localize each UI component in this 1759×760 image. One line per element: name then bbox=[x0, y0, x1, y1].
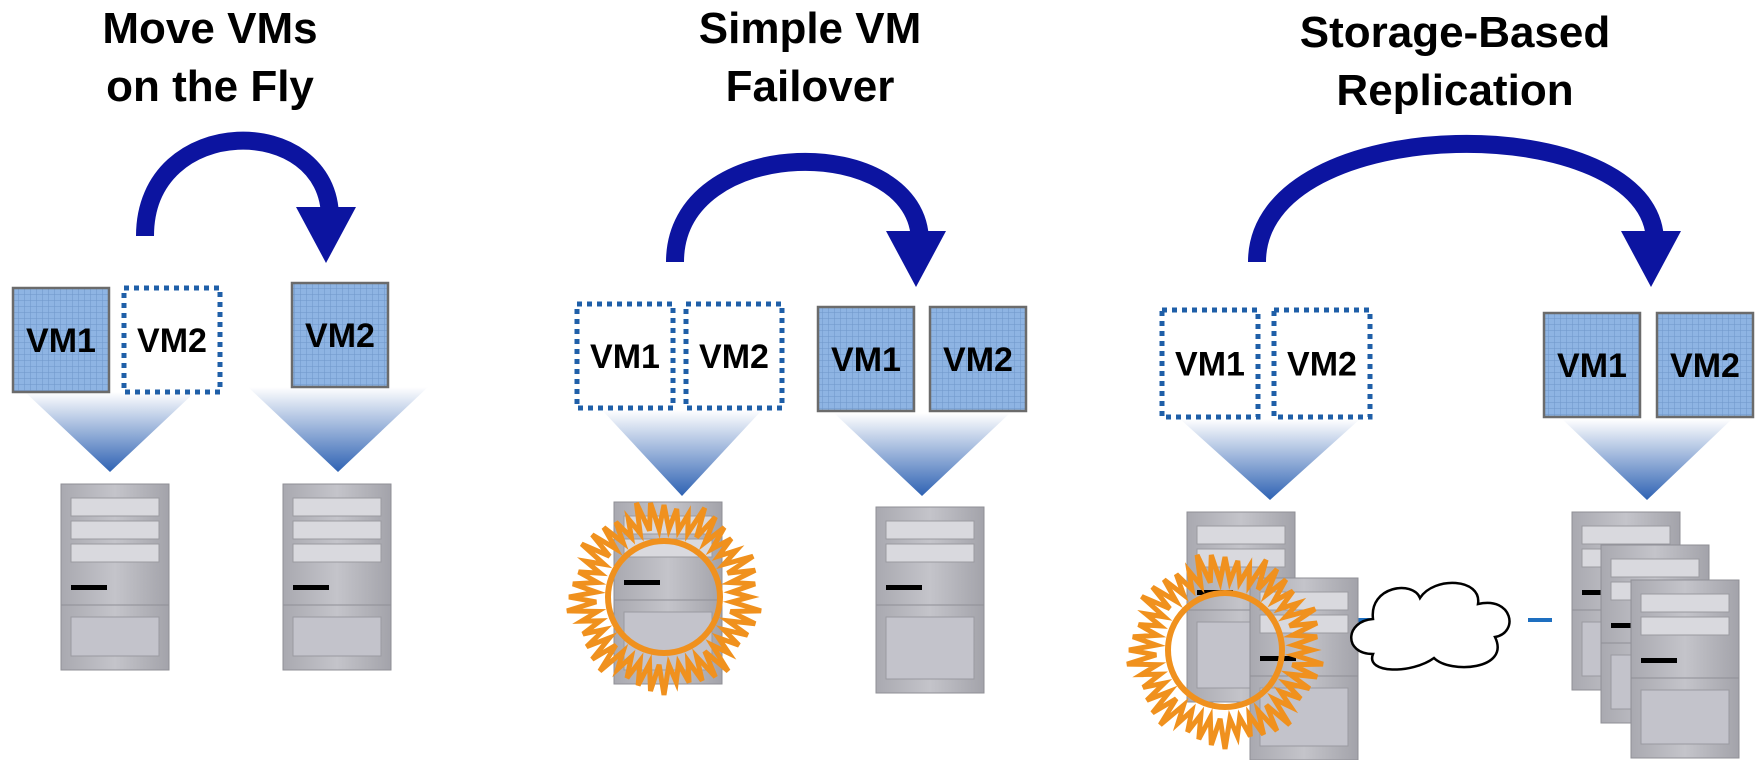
vm-label: VM1 bbox=[26, 322, 96, 360]
vm-box: VM2 bbox=[121, 285, 223, 395]
burst-ring bbox=[605, 538, 723, 656]
funnel-triangle bbox=[25, 392, 195, 472]
vm-box: VM1 bbox=[816, 305, 916, 413]
vm-box-dotted-border bbox=[574, 301, 676, 411]
server-drive-bay bbox=[70, 497, 160, 517]
funnel-triangle bbox=[1180, 419, 1360, 500]
server-drive-bay bbox=[1581, 525, 1671, 545]
server-drive-bay bbox=[1610, 558, 1700, 578]
vm-box-border bbox=[1542, 311, 1642, 419]
migration-arrow-shaft bbox=[666, 152, 929, 263]
vm-box-border bbox=[816, 305, 916, 413]
vm-box-border bbox=[928, 305, 1028, 413]
failure-burst bbox=[566, 501, 762, 696]
vm-box: VM1 bbox=[1542, 311, 1642, 419]
vm-box: VM2 bbox=[1271, 307, 1373, 420]
vm-box: VM2 bbox=[290, 281, 390, 389]
server-power-slot bbox=[624, 580, 660, 585]
title-move-vms: Move VMs on the Fly bbox=[40, 0, 380, 116]
server-power-slot bbox=[293, 585, 329, 590]
vm-box: VM2 bbox=[1655, 311, 1755, 419]
vm-box: VM1 bbox=[574, 301, 676, 411]
vm-box-border bbox=[290, 281, 390, 389]
title-line-2: on the Fly bbox=[106, 62, 314, 111]
title-simple-vm-failover: Simple VM Failover bbox=[640, 0, 980, 116]
title-line-1: Move VMs bbox=[102, 4, 318, 53]
vm-box-dotted-border bbox=[121, 285, 223, 395]
vm-box-border bbox=[11, 286, 111, 394]
server-tower bbox=[1186, 511, 1296, 703]
migration-arrows bbox=[136, 131, 1681, 287]
funnel-triangle bbox=[248, 387, 428, 472]
server-drive-bay bbox=[885, 543, 975, 563]
vm-box-dotted-border bbox=[1159, 307, 1261, 420]
vm-label: VM2 bbox=[699, 338, 769, 376]
vm-label: VM1 bbox=[590, 338, 660, 376]
vm-box-dotted-border bbox=[1271, 307, 1373, 420]
burst-spikes bbox=[1126, 553, 1324, 750]
burst-ring bbox=[1165, 590, 1285, 710]
funnel-triangle bbox=[834, 413, 1010, 496]
vm-box-border bbox=[1655, 311, 1755, 419]
burst-spikes bbox=[566, 501, 762, 696]
title-line-1: Simple VM bbox=[698, 4, 922, 53]
server-power-slot bbox=[71, 585, 107, 590]
title-line-2: Failover bbox=[725, 62, 895, 111]
vm-box: VM1 bbox=[1159, 307, 1261, 420]
server-drive-bay bbox=[70, 520, 160, 540]
server-power-slot bbox=[1582, 590, 1618, 595]
server-tower bbox=[282, 483, 392, 671]
vm-label: VM1 bbox=[1175, 346, 1245, 384]
title-line-1: Storage-Based bbox=[1299, 8, 1611, 57]
server-lower-panel bbox=[885, 616, 975, 680]
funnel-triangle bbox=[602, 410, 762, 496]
server-power-slot bbox=[1611, 623, 1647, 628]
server-power-slot bbox=[886, 585, 922, 590]
server-lower-panel bbox=[292, 616, 382, 657]
server-tower bbox=[60, 483, 170, 671]
title-storage-based-replication: Storage-Based Replication bbox=[1255, 4, 1655, 120]
migration-arrow-head bbox=[886, 231, 946, 287]
server-tower bbox=[875, 506, 985, 694]
server-lower-panel bbox=[1640, 689, 1730, 745]
migration-arrow-shaft bbox=[136, 131, 339, 237]
vm-label: VM2 bbox=[305, 317, 375, 355]
vm-box: VM2 bbox=[928, 305, 1028, 413]
funnels bbox=[25, 387, 1732, 500]
server-power-slot bbox=[1260, 656, 1296, 661]
vm-box: VM1 bbox=[11, 286, 111, 394]
server-drive-bay bbox=[1640, 616, 1730, 636]
migration-arrow-head bbox=[296, 207, 356, 263]
server-drive-bay bbox=[1640, 593, 1730, 613]
cloud-icon bbox=[1350, 581, 1511, 671]
title-line-2: Replication bbox=[1336, 66, 1574, 115]
server-drive-bay bbox=[885, 520, 975, 540]
vm-label: VM2 bbox=[1287, 346, 1357, 384]
vm-label: VM2 bbox=[137, 322, 207, 360]
failure-bursts bbox=[566, 501, 1324, 750]
vm-box: VM2 bbox=[683, 301, 785, 411]
server-drive-bay bbox=[70, 543, 160, 563]
server-tower bbox=[1630, 579, 1740, 759]
vm-label: VM1 bbox=[1557, 347, 1627, 385]
cloud-outline bbox=[1350, 581, 1511, 671]
network-cloud bbox=[1350, 581, 1511, 671]
vm-label: VM2 bbox=[1670, 347, 1740, 385]
migration-arrow-head bbox=[1621, 231, 1681, 287]
vm-label: VM2 bbox=[943, 341, 1013, 379]
server-drive-bay bbox=[292, 497, 382, 517]
server-drive-bay bbox=[292, 543, 382, 563]
migration-arrow-shaft bbox=[1248, 134, 1664, 263]
vm-box-dotted-border bbox=[683, 301, 785, 411]
server-lower-panel bbox=[70, 616, 160, 657]
failure-burst bbox=[1126, 553, 1324, 750]
vm-label: VM1 bbox=[831, 341, 901, 379]
server-drive-bay bbox=[1196, 525, 1286, 545]
server-drive-bay bbox=[292, 520, 382, 540]
server-power-slot bbox=[1641, 658, 1677, 663]
funnel-triangle bbox=[1562, 419, 1732, 500]
